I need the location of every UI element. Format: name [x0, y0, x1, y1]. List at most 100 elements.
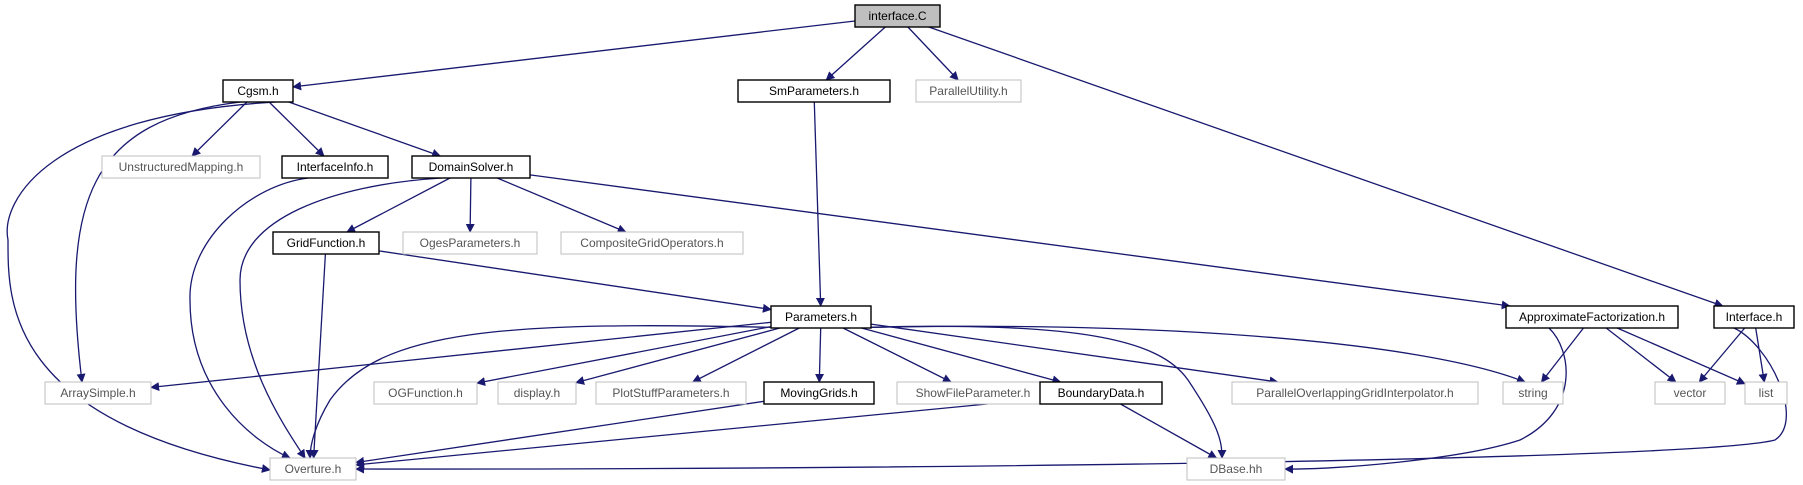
- edge-Parameters_h-to-MovingGrids_h: [815, 327, 825, 383]
- node-parallelutility-h: ParallelUtility.h: [915, 79, 1022, 103]
- node-box: [272, 231, 380, 255]
- node-label: GridFunction.h: [287, 236, 366, 250]
- node-box: [1231, 381, 1479, 405]
- edge-GridFunction_h-to-Overture_h: [309, 253, 327, 459]
- edge-Parameters_h-to-ParallelOverlappingGridInterpolator_h: [870, 323, 1279, 386]
- edge-Parameters_h-to-string: [845, 325, 1526, 384]
- node-label: ArraySimple.h: [60, 386, 135, 400]
- node-label: UnstructuredMapping.h: [119, 160, 244, 174]
- node-label: display.h: [514, 386, 560, 400]
- edge-InterfaceInfo_h-to-Overture_h: [189, 177, 309, 459]
- edge-ApproximateFactorization_h-to-string: [1540, 327, 1585, 383]
- node-box: [1186, 457, 1286, 481]
- edge-interface_C-to-ParallelUtility_h: [907, 26, 959, 81]
- node-plotstuffparameters-h: PlotStuffParameters.h: [595, 381, 747, 405]
- edge-BoundaryData_h-to-Overture_h: [355, 398, 1041, 469]
- node-list: list: [1744, 381, 1788, 405]
- edge-DomainSolver_h-to-ApproximateFactorization_h: [529, 174, 1511, 310]
- edge-Cgsm_h-to-ArraySimple_h: [74, 101, 241, 383]
- node-box: [737, 79, 891, 103]
- edge-Parameters_h-to-BoundaryData_h: [861, 327, 1062, 385]
- node-label: ParallelUtility.h: [929, 84, 1007, 98]
- node-paralleloverlappinggridinterpolator-h: ParallelOverlappingGridInterpolator.h: [1231, 381, 1479, 405]
- node-box: [269, 457, 357, 481]
- node-box: [1505, 305, 1679, 329]
- nodes-layer: interface.C Cgsm.h SmParameters.h ParallelU…: [44, 4, 1795, 481]
- node-box: [1654, 381, 1726, 405]
- node-boundarydata-h[interactable]: BoundaryData.h: [1039, 381, 1163, 405]
- edge-Interface_h-to-vector: [1698, 327, 1746, 383]
- node-box: [763, 381, 875, 405]
- node-box: [402, 231, 538, 255]
- edge-Parameters_h-to-DBase_hh: [845, 325, 1227, 459]
- node-interface-c[interactable]: interface.C: [854, 4, 941, 28]
- node-label: Interface.h: [1726, 310, 1783, 324]
- node-unstructuredmapping-h: UnstructuredMapping.h: [101, 155, 261, 179]
- node-box: [1039, 381, 1163, 405]
- edge-interface_C-to-Cgsm_h: [292, 20, 856, 91]
- node-label: SmParameters.h: [769, 84, 859, 98]
- node-domainsolver-h[interactable]: DomainSolver.h: [411, 155, 531, 179]
- node-label: DBase.hh: [1210, 462, 1263, 476]
- edge-Parameters_h-to-ShowFileParameter_h: [842, 327, 952, 383]
- edge-DomainSolver_h-to-Overture_h: [239, 177, 442, 459]
- node-box: [1744, 381, 1788, 405]
- node-box: [101, 155, 261, 179]
- node-box: [1502, 381, 1564, 405]
- node-showfileparameter-h: ShowFileParameter.h: [896, 381, 1050, 405]
- edge-interface_C-to-Interface_h: [928, 26, 1724, 308]
- node-arraysimple-h: ArraySimple.h: [44, 381, 152, 405]
- node-label: CompositeGridOperators.h: [580, 236, 723, 250]
- node-cgsm-h[interactable]: Cgsm.h: [222, 79, 294, 103]
- node-label: PlotStuffParameters.h: [612, 386, 729, 400]
- edge-Cgsm_h-to-DomainSolver_h: [288, 101, 442, 158]
- node-box: [560, 231, 744, 255]
- node-label: OGFunction.h: [388, 386, 463, 400]
- node-label: MovingGrids.h: [780, 386, 857, 400]
- node-gridfunction-h[interactable]: GridFunction.h: [272, 231, 380, 255]
- node-box: [1713, 305, 1795, 329]
- node-label: BoundaryData.h: [1058, 386, 1145, 400]
- node-movinggrids-h[interactable]: MovingGrids.h: [763, 381, 875, 405]
- node-label: vector: [1674, 386, 1707, 400]
- edge-Parameters_h-to-OGFunction_h: [476, 325, 772, 386]
- node-approximatefactorization-h[interactable]: ApproximateFactorization.h: [1505, 305, 1679, 329]
- node-interface-h[interactable]: Interface.h: [1713, 305, 1795, 329]
- node-label: ApproximateFactorization.h: [1519, 310, 1665, 324]
- edge-DomainSolver_h-to-CompositeGridOperators_h: [496, 177, 627, 234]
- node-display-h: display.h: [497, 381, 577, 405]
- node-compositegridoperators-h: CompositeGridOperators.h: [560, 231, 744, 255]
- node-label: ShowFileParameter.h: [916, 386, 1031, 400]
- node-box: [595, 381, 747, 405]
- node-string: string: [1502, 381, 1564, 405]
- node-label: interface.C: [868, 9, 926, 23]
- node-box: [411, 155, 531, 179]
- edge-GridFunction_h-to-Parameters_h: [378, 250, 772, 313]
- node-box: [854, 4, 941, 28]
- node-label: list: [1759, 386, 1774, 400]
- edge-ApproximateFactorization_h-to-list: [1616, 327, 1746, 385]
- edge-Cgsm_h-to-Overture_h: [6, 101, 276, 473]
- node-label: InterfaceInfo.h: [297, 160, 374, 174]
- node-label: string: [1518, 386, 1547, 400]
- edge-Cgsm_h-to-UnstructuredMapping_h: [191, 101, 248, 157]
- node-box: [373, 381, 478, 405]
- edge-BoundaryData_h-to-DBase_hh: [1120, 403, 1218, 459]
- edge-Cgsm_h-to-InterfaceInfo_h: [268, 101, 325, 157]
- edge-Parameters_h-to-display_h: [575, 327, 781, 385]
- node-box: [222, 79, 294, 103]
- edge-ApproximateFactorization_h-to-vector: [1605, 327, 1677, 383]
- node-ogfunction-h: OGFunction.h: [373, 381, 478, 405]
- node-label: DomainSolver.h: [429, 160, 514, 174]
- node-smparameters-h[interactable]: SmParameters.h: [737, 79, 891, 103]
- node-box: [281, 155, 389, 179]
- node-label: Cgsm.h: [237, 84, 278, 98]
- node-ogesparameters-h: OgesParameters.h: [402, 231, 538, 255]
- node-label: OgesParameters.h: [420, 236, 521, 250]
- node-parameters-h[interactable]: Parameters.h: [770, 305, 872, 329]
- edge-DomainSolver_h-to-OgesParameters_h: [465, 177, 475, 233]
- edge-SmParameters_h-to-Parameters_h: [813, 101, 825, 307]
- node-interfaceinfo-h[interactable]: InterfaceInfo.h: [281, 155, 389, 179]
- node-overture-h: Overture.h: [269, 457, 357, 481]
- node-label: ParallelOverlappingGridInterpolator.h: [1256, 386, 1453, 400]
